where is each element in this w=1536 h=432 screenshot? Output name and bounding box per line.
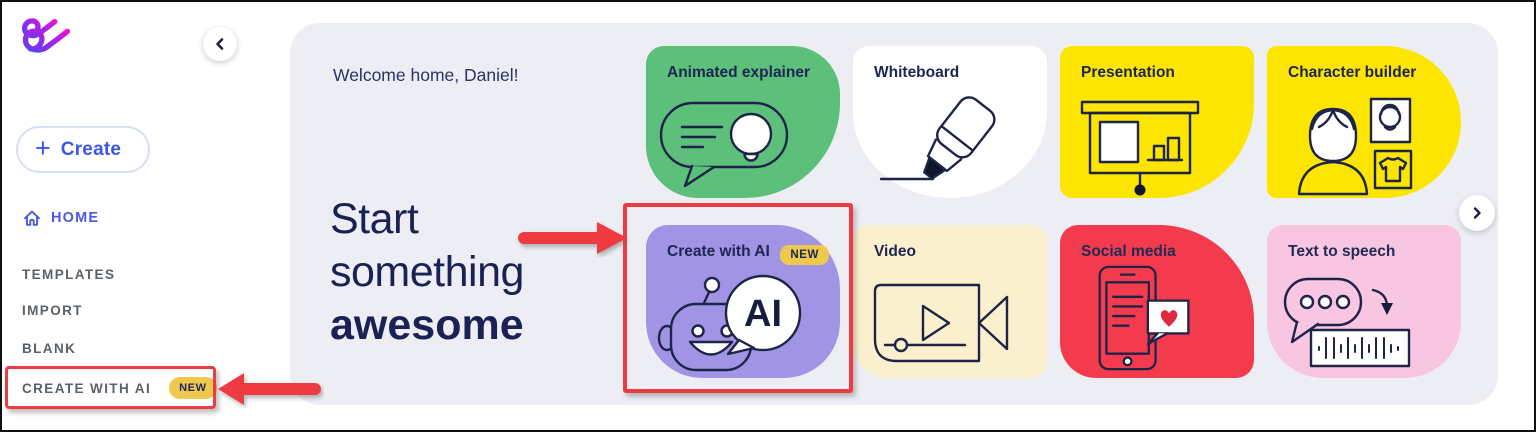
page-title: Start something awesome [330, 193, 524, 352]
card-social-media[interactable]: Social media [1060, 225, 1254, 378]
marker-pen-icon [879, 96, 996, 181]
card-create-with-ai[interactable]: Create with AI NEW AI [646, 225, 840, 378]
card-video[interactable]: Video [853, 225, 1047, 378]
sidebar-item-label: CREATE WITH AI [22, 380, 152, 396]
app-logo-icon[interactable] [12, 10, 82, 80]
sidebar-item-create-with-ai[interactable]: CREATE WITH AI NEW [22, 375, 217, 401]
sidebar: + Create HOME TEMPLATES IMPORT BLANK CRE… [2, 2, 290, 430]
card-text-to-speech[interactable]: Text to speech [1267, 225, 1461, 378]
welcome-text: Welcome home, Daniel! [333, 65, 519, 85]
card-character-builder[interactable]: Character builder [1267, 46, 1461, 198]
home-icon [24, 210, 40, 226]
speech-bubble-lightbulb-icon [659, 101, 789, 188]
new-badge: NEW [780, 245, 829, 265]
sidebar-item-label: HOME [51, 210, 100, 226]
card-label: Create with AI [667, 243, 770, 260]
svg-text:AI: AI [744, 293, 782, 335]
sidebar-item-label: BLANK [22, 340, 77, 356]
card-label: Presentation [1081, 64, 1175, 81]
phone-heart-icon [1098, 265, 1190, 371]
new-badge: NEW [169, 377, 217, 399]
sidebar-item-home[interactable]: HOME [22, 205, 99, 231]
sidebar-collapse-button[interactable] [203, 27, 237, 61]
sidebar-item-blank[interactable]: BLANK [22, 335, 76, 361]
card-label: Social media [1081, 243, 1176, 260]
card-label: Animated explainer [667, 64, 810, 81]
card-whiteboard[interactable]: Whiteboard [853, 46, 1047, 198]
chevron-right-icon [1473, 207, 1481, 219]
chevron-left-icon [216, 38, 224, 50]
plus-icon: + [35, 132, 51, 163]
create-button-label: Create [60, 138, 122, 160]
create-button[interactable]: + Create [16, 126, 150, 173]
card-animated-explainer[interactable]: Animated explainer [646, 46, 840, 198]
presentation-board-icon [1080, 100, 1200, 196]
main-panel: Welcome home, Daniel! Start something aw… [290, 23, 1498, 405]
card-label: Video [874, 243, 916, 260]
heading-line: something [330, 248, 524, 296]
sidebar-item-label: TEMPLATES [22, 266, 116, 282]
robot-ai-bubble-icon: AI [657, 274, 802, 372]
sidebar-item-label: IMPORT [22, 302, 83, 318]
speech-waveform-icon [1283, 277, 1411, 368]
heading-line: Start [330, 195, 419, 243]
card-label: Character builder [1288, 64, 1417, 81]
card-label: Whiteboard [874, 64, 960, 81]
video-camera-icon [873, 283, 1009, 363]
sidebar-item-import[interactable]: IMPORT [22, 297, 83, 323]
sidebar-item-templates[interactable]: TEMPLATES [22, 261, 115, 287]
heading-line: awesome [330, 301, 524, 349]
carousel-next-button[interactable] [1459, 195, 1495, 231]
card-label: Text to speech [1288, 243, 1396, 260]
character-portrait-icon [1297, 97, 1413, 196]
card-presentation[interactable]: Presentation [1060, 46, 1254, 198]
